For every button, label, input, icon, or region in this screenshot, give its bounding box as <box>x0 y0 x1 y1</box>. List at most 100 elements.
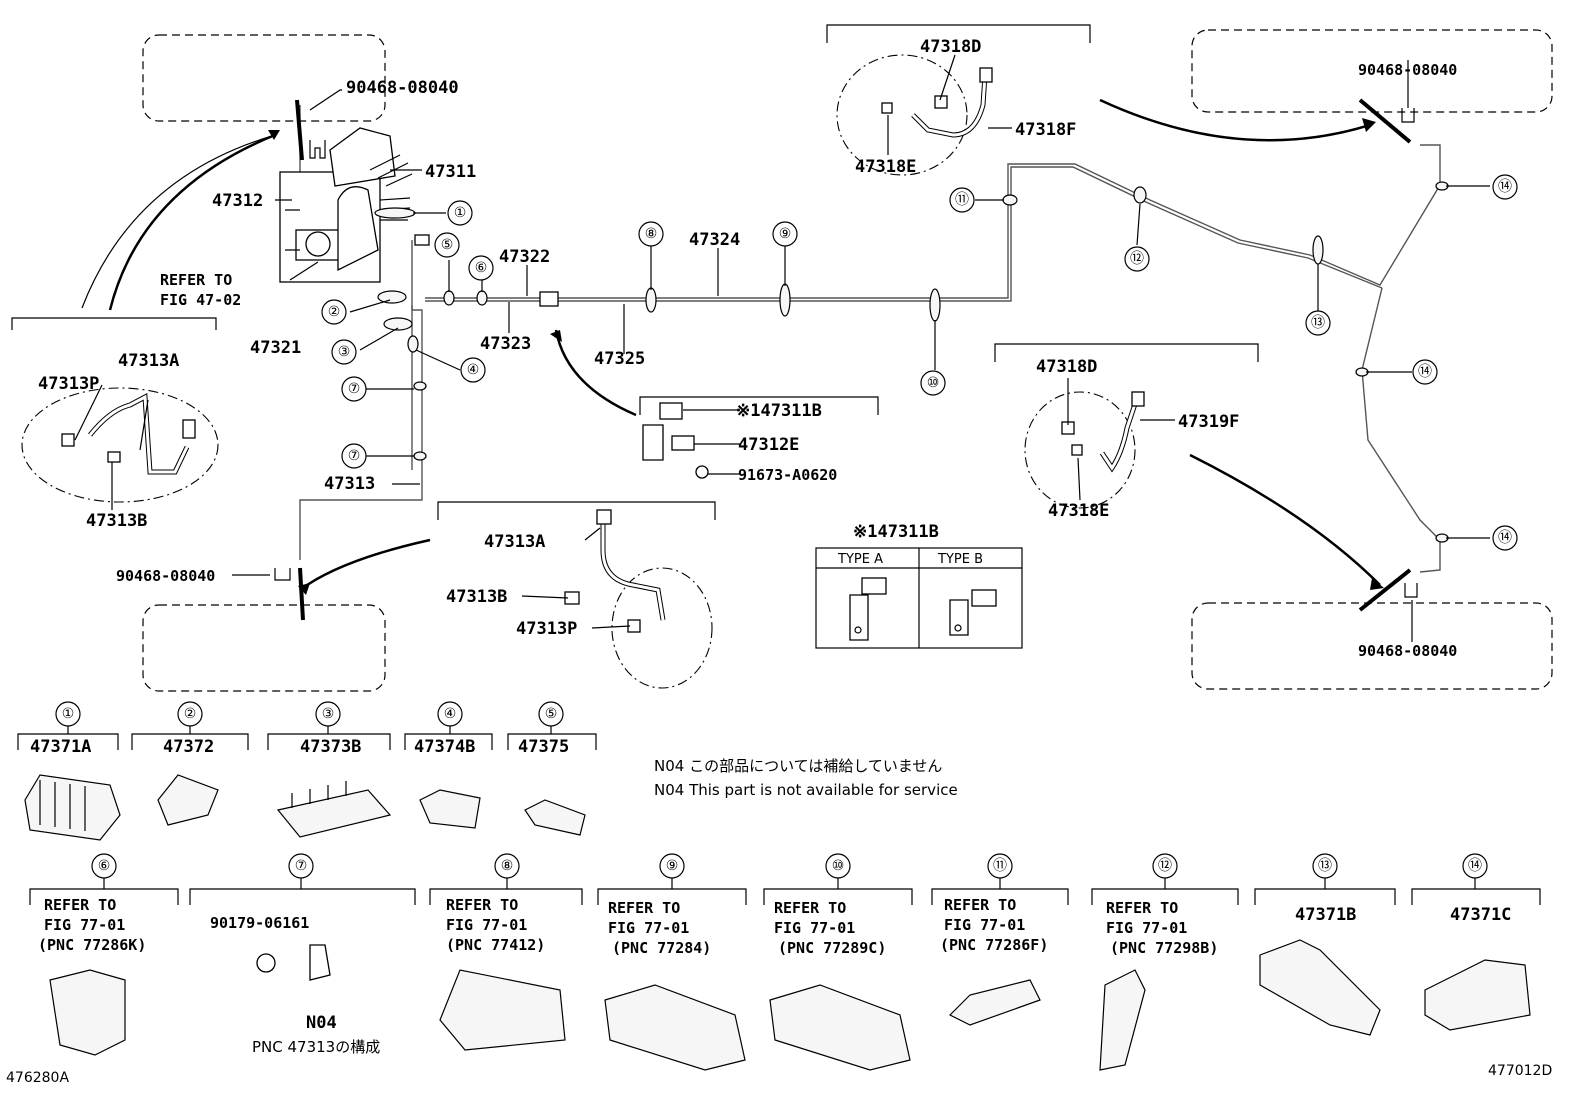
legend-row-2: ⑥ REFER TO FIG 77-01 (PNC 77286K) ⑦ 9017… <box>29 853 1541 1071</box>
legend-item-14: ⑭ 47371C <box>1411 853 1541 1031</box>
label-91673-A0620: 91673-A0620 <box>738 466 837 484</box>
callout-4: ④ <box>467 362 480 378</box>
callout-12: ⑫ <box>1130 251 1144 267</box>
svg-text:⑭: ⑭ <box>1468 858 1482 874</box>
legend-n04: N04 <box>306 1013 337 1033</box>
svg-text:⑫: ⑫ <box>1158 858 1172 874</box>
svg-text:(PNC 77286F): (PNC 77286F) <box>940 936 1048 954</box>
callout-5: ⑤ <box>441 237 454 253</box>
svg-text:REFER TO: REFER TO <box>608 899 680 917</box>
legend-item-5: ⑤ 47375 <box>507 701 597 836</box>
label-47311B-mid: ※147311B <box>736 401 822 421</box>
label-47319F: 47319F <box>1178 412 1239 432</box>
corner-code-left: 476280A <box>6 1070 69 1086</box>
svg-text:⑬: ⑬ <box>1318 858 1332 874</box>
svg-text:FIG 77-01: FIG 77-01 <box>944 916 1025 934</box>
callout-11: ⑪ <box>955 192 969 208</box>
label-47313B-center: 47313B <box>446 587 507 607</box>
svg-text:(PNC 77284): (PNC 77284) <box>612 939 711 957</box>
legend-item-4: ④ 47374B <box>404 701 493 829</box>
hose-front-left <box>21 387 219 503</box>
svg-text:FIG 77-01: FIG 77-01 <box>44 916 125 934</box>
label-47325: 47325 <box>594 349 645 369</box>
tube-clips <box>413 181 1449 543</box>
legend-pnc-47313: PNC 47313の構成 <box>252 1038 380 1056</box>
legend-item-9: ⑨ REFER TO FIG 77-01 (PNC 77284) <box>597 853 747 1071</box>
svg-text:⑧: ⑧ <box>501 858 514 874</box>
label-47312E: 47312E <box>738 435 799 455</box>
label-47318E-top: 47318E <box>855 157 916 177</box>
callout-13: ⑬ <box>1311 315 1325 331</box>
label-90468-bottom-left: 90468-08040 <box>116 567 215 585</box>
note-japanese: N04 この部品については補給していません <box>654 757 942 775</box>
legend-item-7: ⑦ 90179-06161 N04 PNC 47313の構成 <box>189 853 416 1056</box>
svg-text:FIG 77-01: FIG 77-01 <box>608 919 689 937</box>
legend-item-11: ⑪ REFER TO FIG 77-01 (PNC 77286F) <box>931 853 1069 1026</box>
label-47318E-right: 47318E <box>1048 501 1109 521</box>
svg-text:⑦: ⑦ <box>295 858 308 874</box>
legend-item-10: ⑩ REFER TO FIG 77-01 (PNC 77289C) <box>763 853 913 1071</box>
legend-part-90179: 90179-06161 <box>210 914 309 932</box>
svg-text:REFER TO: REFER TO <box>774 899 846 917</box>
wheel-box-front-left <box>142 34 386 122</box>
label-47324: 47324 <box>689 230 740 250</box>
svg-text:REFER TO: REFER TO <box>944 896 1016 914</box>
legend-part-47373B: 47373B <box>300 737 361 757</box>
legend-item-12: ⑫ REFER TO FIG 77-01 (PNC 77298B) <box>1091 853 1239 1071</box>
label-47313: 47313 <box>324 474 375 494</box>
legend-item-13: ⑬ 47371B <box>1254 853 1396 1036</box>
legend-item-8: ⑧ REFER TO FIG 77-01 (PNC 77412) <box>429 853 583 1051</box>
svg-text:FIG 77-01: FIG 77-01 <box>446 916 527 934</box>
callout-7b: ⑦ <box>348 448 361 464</box>
svg-text:REFER TO: REFER TO <box>44 896 116 914</box>
svg-text:(PNC 77412): (PNC 77412) <box>446 936 545 954</box>
hose-front-right <box>836 54 993 176</box>
legend-part-47371C: 47371C <box>1450 905 1511 925</box>
note-english: N04 This part is not available for servi… <box>654 781 958 799</box>
svg-text:⑪: ⑪ <box>993 858 1007 874</box>
legend-part-47371A: 47371A <box>30 737 91 757</box>
callout-10: ⑩ <box>927 375 940 391</box>
clamp-bracket-assembly <box>642 402 709 479</box>
corner-code-right: 477012D <box>1488 1063 1552 1079</box>
legend-item-6: ⑥ REFER TO FIG 77-01 (PNC 77286K) <box>29 853 179 1056</box>
legend-item-3: ③ 47373B <box>267 701 392 838</box>
svg-text:②: ② <box>184 706 197 722</box>
label-47311: 47311 <box>425 162 476 182</box>
label-47313A-center: 47313A <box>484 532 545 552</box>
svg-text:③: ③ <box>322 706 335 722</box>
leader-lines <box>74 54 1490 642</box>
label-90468-bottom-right: 90468-08040 <box>1358 642 1457 660</box>
callout-6: ⑥ <box>475 260 488 276</box>
label-47322: 47322 <box>499 247 550 267</box>
label-47318D-top: 47318D <box>920 37 981 57</box>
svg-text:⑤: ⑤ <box>545 706 558 722</box>
label-47313B-left: 47313B <box>86 511 147 531</box>
label-47321: 47321 <box>250 338 301 358</box>
svg-text:REFER TO: REFER TO <box>1106 899 1178 917</box>
legend-part-47372: 47372 <box>163 737 214 757</box>
label-47318D-right: 47318D <box>1036 357 1097 377</box>
type-b-header: TYPE B <box>937 552 983 567</box>
svg-text:(PNC 77286K): (PNC 77286K) <box>38 936 146 954</box>
callout-7a: ⑦ <box>348 381 361 397</box>
legend-part-47375: 47375 <box>518 737 569 757</box>
section-brackets <box>11 24 1259 520</box>
label-fig-47-02: FIG 47-02 <box>160 291 241 309</box>
label-90468-top-left: 90468-08040 <box>346 78 459 98</box>
wheel-box-rear-left <box>142 604 386 692</box>
hose-rear-right <box>1024 391 1145 509</box>
svg-text:④: ④ <box>444 706 457 722</box>
svg-text:FIG 77-01: FIG 77-01 <box>774 919 855 937</box>
part-labels: 90468-08040 47311 47312 REFER TO FIG 47-… <box>38 37 1457 660</box>
legend-part-47374B: 47374B <box>414 737 475 757</box>
legend-row-1: ① 47371A ② 47372 ③ 47373B ④ 47374B ⑤ 473… <box>17 701 597 841</box>
brake-tube-routing <box>299 105 1441 573</box>
callout-2: ② <box>328 304 341 320</box>
label-47313P-left: 47313P <box>38 374 99 394</box>
callout-9: ⑨ <box>779 226 792 242</box>
callout-8: ⑧ <box>645 226 658 242</box>
callout-14a: ⑭ <box>1498 179 1512 195</box>
label-90468-top-right: 90468-08040 <box>1358 61 1457 79</box>
